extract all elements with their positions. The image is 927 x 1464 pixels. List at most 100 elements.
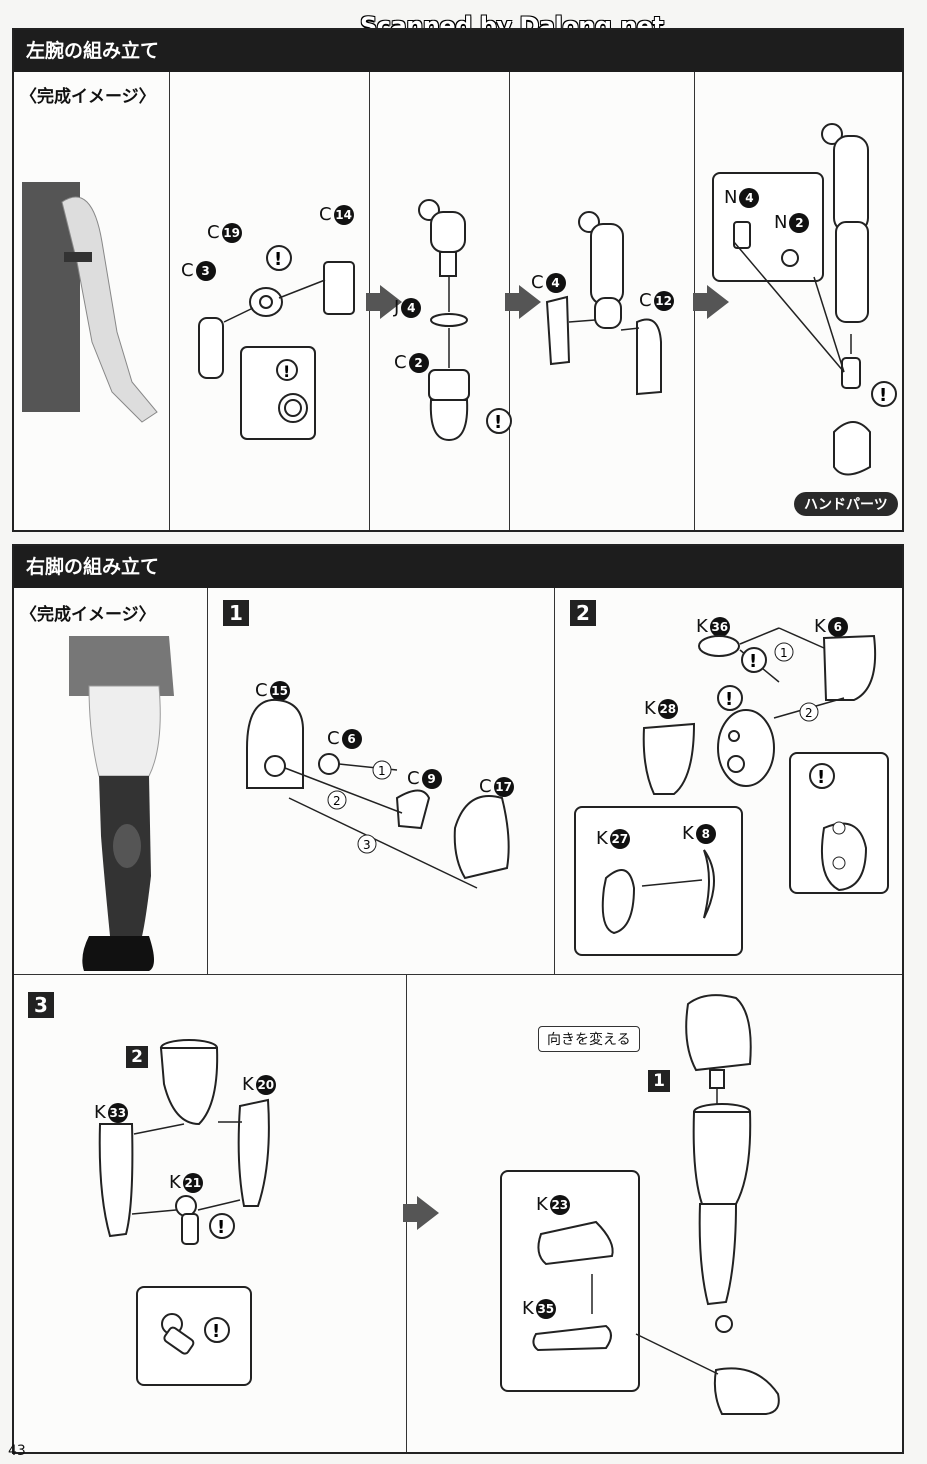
part-number: 20	[255, 1075, 276, 1095]
svg-text:!: !	[212, 1321, 220, 1342]
order-mark: 1	[378, 764, 386, 778]
svg-text:!: !	[725, 689, 733, 710]
flow-arrow	[403, 1196, 439, 1230]
arm-photo	[22, 182, 158, 423]
leg-photo	[69, 636, 174, 971]
step-b-parts: !	[418, 199, 512, 442]
step-number: 2	[570, 600, 596, 626]
sub-step-ref: 2	[126, 1046, 148, 1068]
svg-text:!: !	[879, 385, 887, 406]
step-number: 1	[223, 600, 249, 626]
step-a-parts: ! !	[198, 245, 355, 440]
step3-right-parts	[532, 994, 780, 1415]
complete-image-caption: 〈完成イメージ〉	[20, 87, 156, 107]
right-leg-title: 右脚の組み立て	[14, 546, 902, 588]
step-d-parts: !	[733, 123, 897, 476]
right-leg-complete-image-cell: 〈完成イメージ〉	[14, 588, 208, 975]
part-number: 3	[195, 261, 216, 281]
complete-image-caption: 〈完成イメージ〉	[20, 605, 156, 625]
part-number: 35	[535, 1299, 556, 1319]
left-arm-complete-image-cell: 〈完成イメージ〉	[14, 72, 170, 530]
part-number: 17	[493, 777, 514, 797]
part-number: 6	[341, 729, 362, 749]
order-mark: 3	[363, 838, 371, 852]
svg-text:!: !	[749, 651, 757, 672]
part-number: 36	[709, 617, 730, 637]
part-number: 8	[695, 824, 716, 844]
part-number: 28	[657, 699, 678, 719]
flow-arrow	[366, 285, 402, 319]
part-number: 6	[827, 617, 848, 637]
part-number: 23	[549, 1195, 570, 1215]
part-number: 12	[653, 291, 674, 311]
part-number: 4	[545, 273, 566, 293]
part-number: 4	[739, 188, 760, 208]
sub-step-ref: 1	[648, 1070, 670, 1092]
part-number: 2	[408, 353, 429, 373]
flow-arrow	[693, 285, 729, 319]
turn-around-tag: 向きを変える	[538, 1026, 640, 1052]
svg-text:!: !	[494, 412, 502, 433]
part-number: 15	[269, 681, 290, 701]
part-number: 21	[182, 1173, 203, 1193]
part-number: 19	[221, 223, 242, 243]
shoe-callout	[500, 1170, 640, 1392]
svg-text:!: !	[274, 249, 282, 270]
step-c-parts	[545, 211, 662, 396]
k21-warning-callout	[136, 1286, 252, 1386]
order-mark: 2	[333, 794, 341, 808]
step2-parts: 2 1 ! ! !	[601, 627, 877, 935]
order-mark: 1	[780, 646, 788, 660]
step1-parts: 1 2 3	[246, 698, 510, 889]
svg-text:!: !	[217, 1217, 225, 1238]
svg-text:!: !	[817, 767, 825, 788]
part-number: 2	[789, 213, 810, 233]
part-number: 4	[401, 298, 422, 318]
part-number: 14	[333, 205, 354, 225]
page-number: 43	[8, 1443, 26, 1459]
part-number: 33	[107, 1103, 128, 1123]
svg-text:!: !	[283, 362, 290, 381]
part-number: 27	[609, 829, 630, 849]
step-number: 3	[28, 992, 54, 1018]
part-number: 9	[421, 769, 442, 789]
flow-arrow	[505, 285, 541, 319]
order-mark: 2	[805, 706, 813, 720]
hand-parts-tag: ハンドパーツ	[794, 492, 898, 516]
left-arm-title: 左腕の組み立て	[14, 30, 902, 72]
step3-left-parts: ! !	[98, 1039, 270, 1355]
